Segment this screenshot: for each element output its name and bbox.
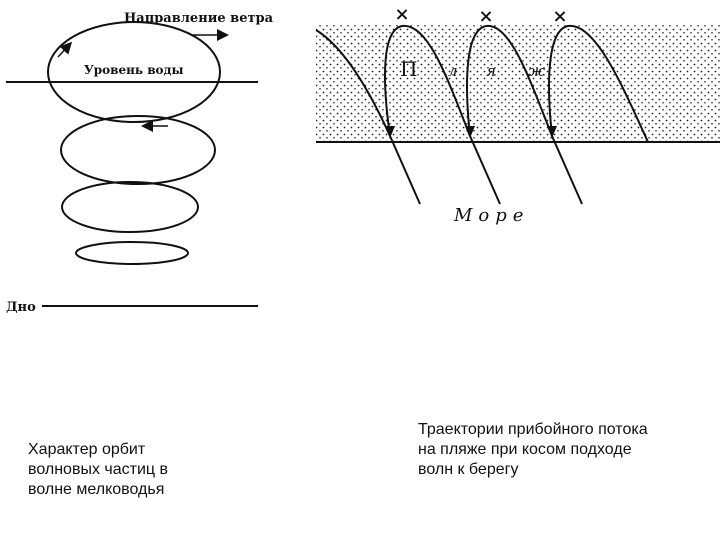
orbit-level-4 [75, 241, 189, 265]
swash-path-4 [548, 24, 649, 143]
bottom-label: Дно [6, 300, 36, 315]
sea-label: Море [453, 205, 529, 226]
swash-arrowhead-1 [385, 126, 395, 138]
orbit-direction-arrow-up [57, 41, 73, 58]
water-level-label: Уровень воды [84, 63, 184, 77]
runup-marker-1: × [394, 4, 409, 25]
beach-letter-4: ж [528, 62, 545, 80]
orbit-diagram: Направление ветра Уровень воды Дно [6, 11, 274, 315]
beach-letter-3: я [486, 62, 496, 80]
wind-direction-label: Направление ветра [124, 11, 274, 26]
runup-marker-2: × [478, 6, 493, 27]
swash-path-3 [466, 24, 583, 205]
caption-swash: Траектории прибойного потока на пляже пр… [418, 421, 648, 478]
beach-area [316, 24, 720, 142]
swash-arrowhead-3 [547, 126, 557, 138]
orbit-surface [47, 21, 221, 123]
orbit-level-2 [60, 115, 216, 185]
swash-diagram: × × × П л я ж Море [315, 4, 720, 226]
swash-path-2 [384, 24, 501, 205]
caption-orbits: Характер орбит волновых частиц в волне м… [28, 441, 168, 498]
beach-letter-2: л [448, 62, 458, 80]
swash-arrowhead-2 [465, 126, 475, 138]
beach-letter-1: П [400, 57, 417, 81]
runup-marker-3: × [552, 6, 567, 27]
orbit-level-3 [61, 181, 199, 233]
